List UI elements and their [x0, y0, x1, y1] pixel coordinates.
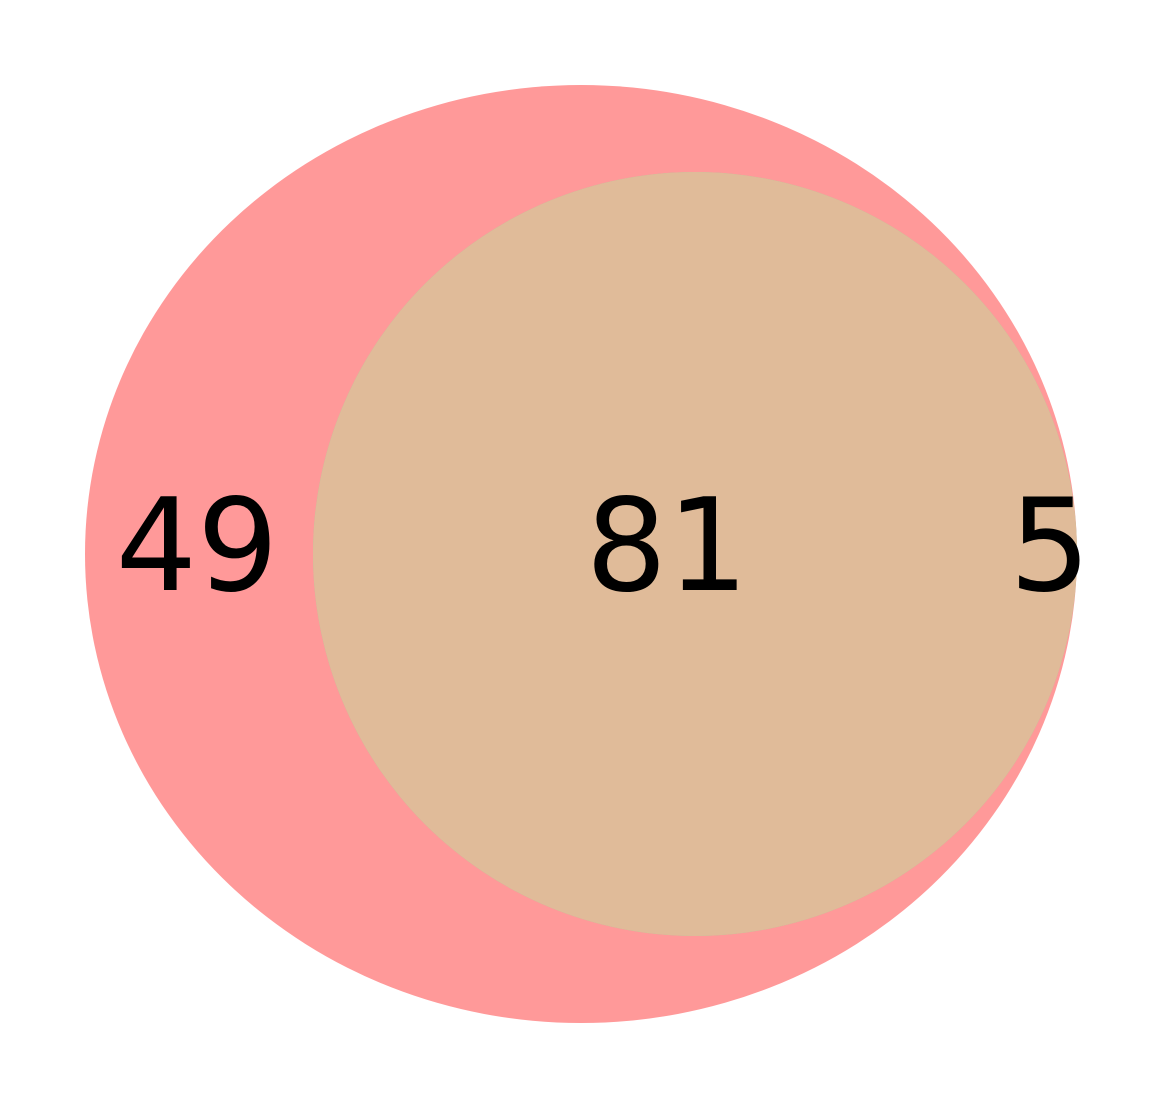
- set-b-only-count: 5: [1009, 472, 1090, 621]
- set-a-only-count: 49: [116, 472, 279, 621]
- intersection-count: 81: [586, 472, 749, 621]
- intersection-region: [313, 172, 1077, 936]
